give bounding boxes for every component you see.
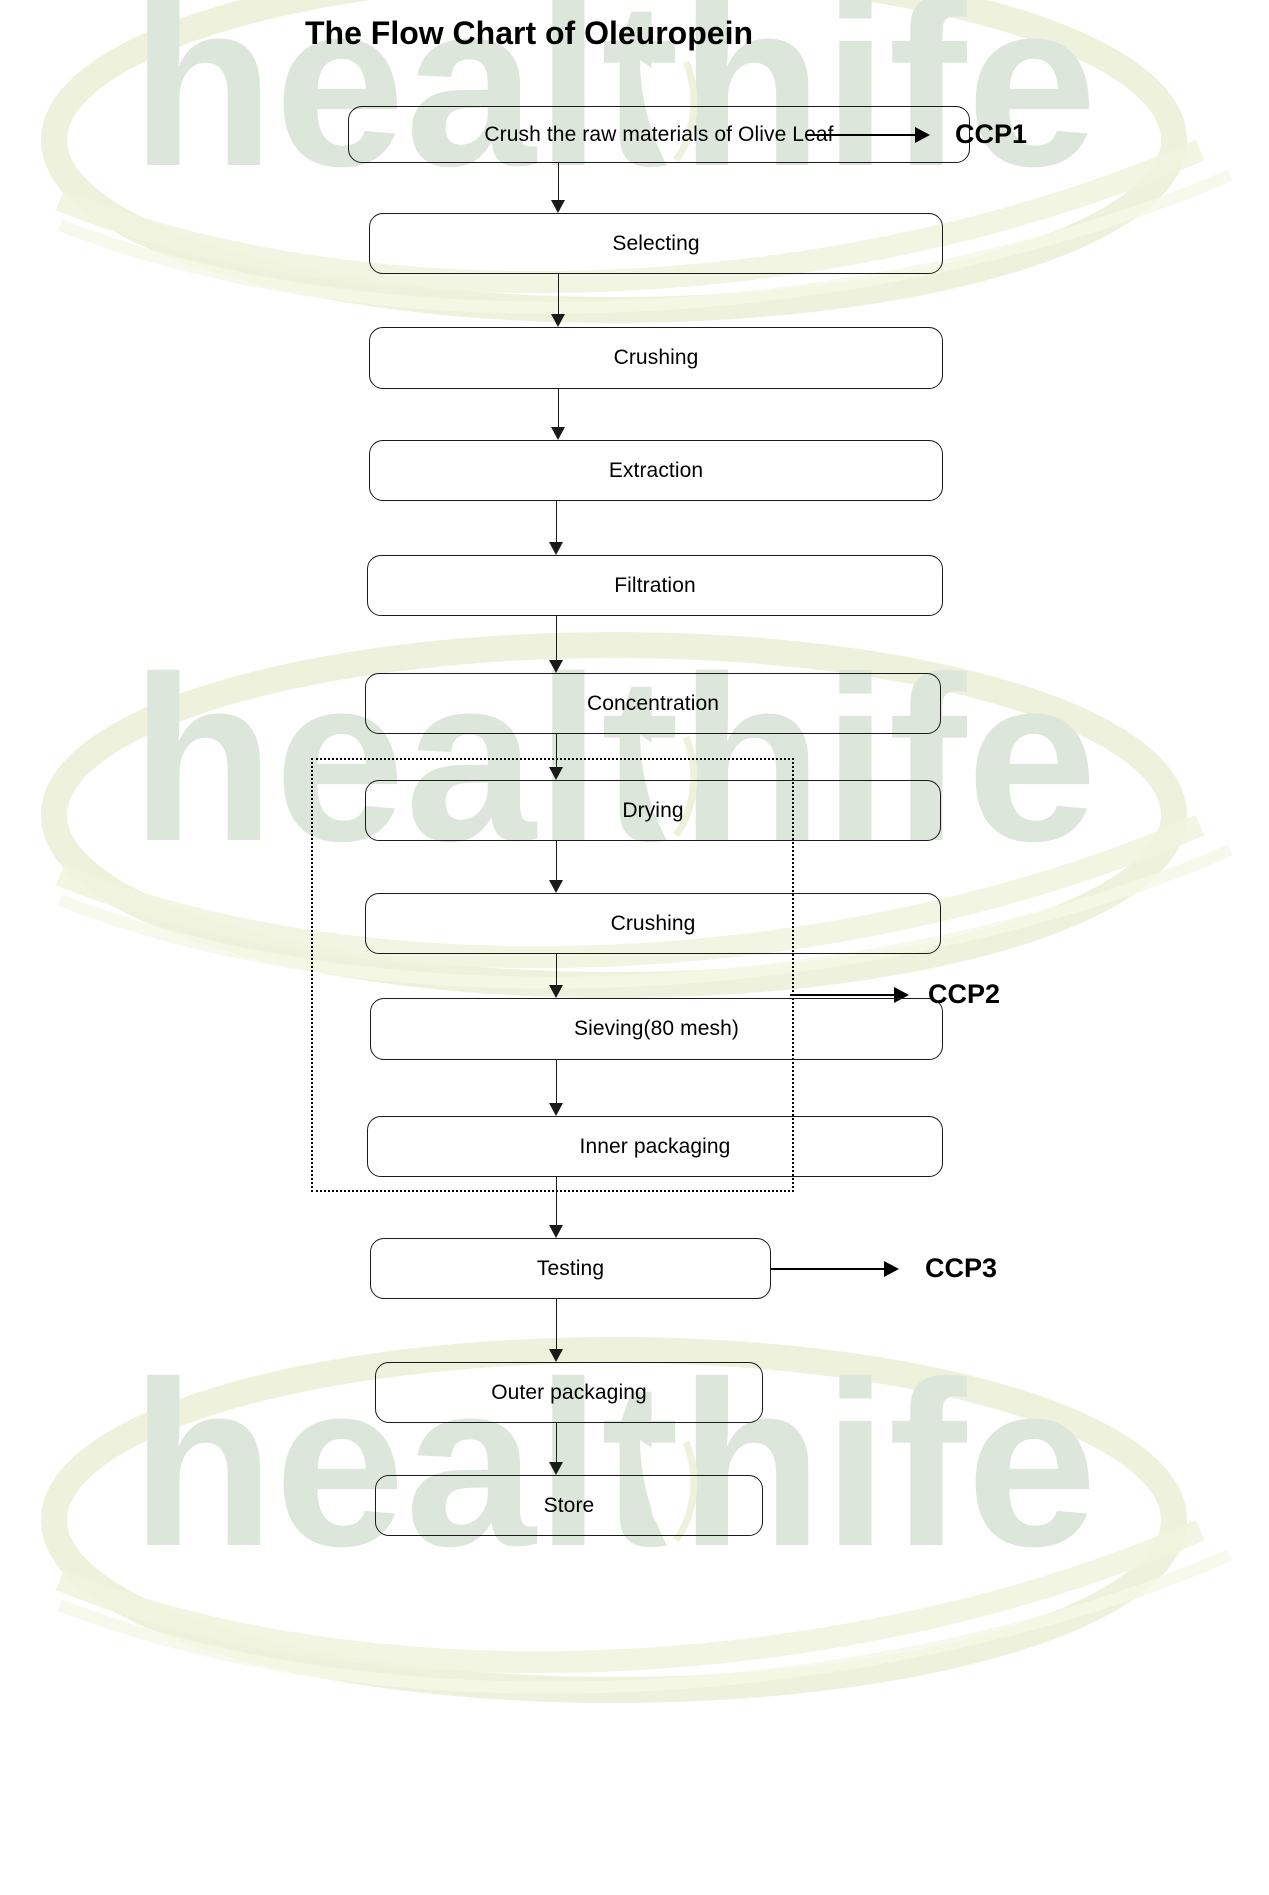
connector-n9-n10 xyxy=(556,1060,557,1103)
node-crushing-2[interactable]: Crushing xyxy=(365,893,941,954)
arrowhead-ccp3 xyxy=(884,1261,899,1277)
connector-n6-n7 xyxy=(556,734,557,767)
page-title: The Flow Chart of Oleuropein xyxy=(305,15,753,51)
arrowhead-n10-n11 xyxy=(549,1225,563,1238)
node-outer-packaging[interactable]: Outer packaging xyxy=(375,1362,763,1423)
connector-n8-n9 xyxy=(556,954,557,985)
arrowhead-n3-n4 xyxy=(551,427,565,440)
arrowhead-n12-n13 xyxy=(549,1462,563,1475)
node-crush-raw-materials[interactable]: Crush the raw materials of Olive Leaf xyxy=(348,106,970,163)
label-ccp1: CCP1 xyxy=(955,119,1028,149)
arrowhead-n7-n8 xyxy=(549,880,563,893)
node-inner-packaging[interactable]: Inner packaging xyxy=(367,1116,943,1177)
node-concentration[interactable]: Concentration xyxy=(365,673,941,734)
arrowhead-n11-n12 xyxy=(549,1349,563,1362)
node-crushing-1[interactable]: Crushing xyxy=(369,327,943,389)
label-ccp3: CCP3 xyxy=(925,1253,998,1283)
node-selecting[interactable]: Selecting xyxy=(369,213,943,274)
arrowhead-n4-n5 xyxy=(549,542,563,555)
node-extraction[interactable]: Extraction xyxy=(369,440,943,501)
arrowhead-n6-n7 xyxy=(549,767,563,780)
node-filtration[interactable]: Filtration xyxy=(367,555,943,616)
node-drying[interactable]: Drying xyxy=(365,780,941,841)
connector-n7-n8 xyxy=(556,841,557,880)
arrowhead-n5-n6 xyxy=(549,660,563,673)
connector-n5-n6 xyxy=(556,616,557,660)
node-testing[interactable]: Testing xyxy=(370,1238,771,1299)
connector-ccp3 xyxy=(770,1268,885,1270)
connector-n12-n13 xyxy=(556,1423,557,1462)
label-ccp2: CCP2 xyxy=(928,979,1001,1009)
arrowhead-n8-n9 xyxy=(549,985,563,998)
connector-n2-n3 xyxy=(558,274,559,314)
connector-ccp2 xyxy=(790,994,895,996)
connector-n3-n4 xyxy=(558,389,559,427)
arrowhead-n2-n3 xyxy=(551,314,565,327)
connector-n4-n5 xyxy=(556,501,557,542)
arrowhead-n9-n10 xyxy=(549,1103,563,1116)
connector-n11-n12 xyxy=(556,1299,557,1349)
node-sieving[interactable]: Sieving(80 mesh) xyxy=(370,998,943,1060)
connector-n10-n11 xyxy=(556,1177,557,1225)
connector-n1-n2 xyxy=(558,163,559,200)
node-store[interactable]: Store xyxy=(375,1475,763,1536)
arrowhead-n1-n2 xyxy=(551,200,565,213)
